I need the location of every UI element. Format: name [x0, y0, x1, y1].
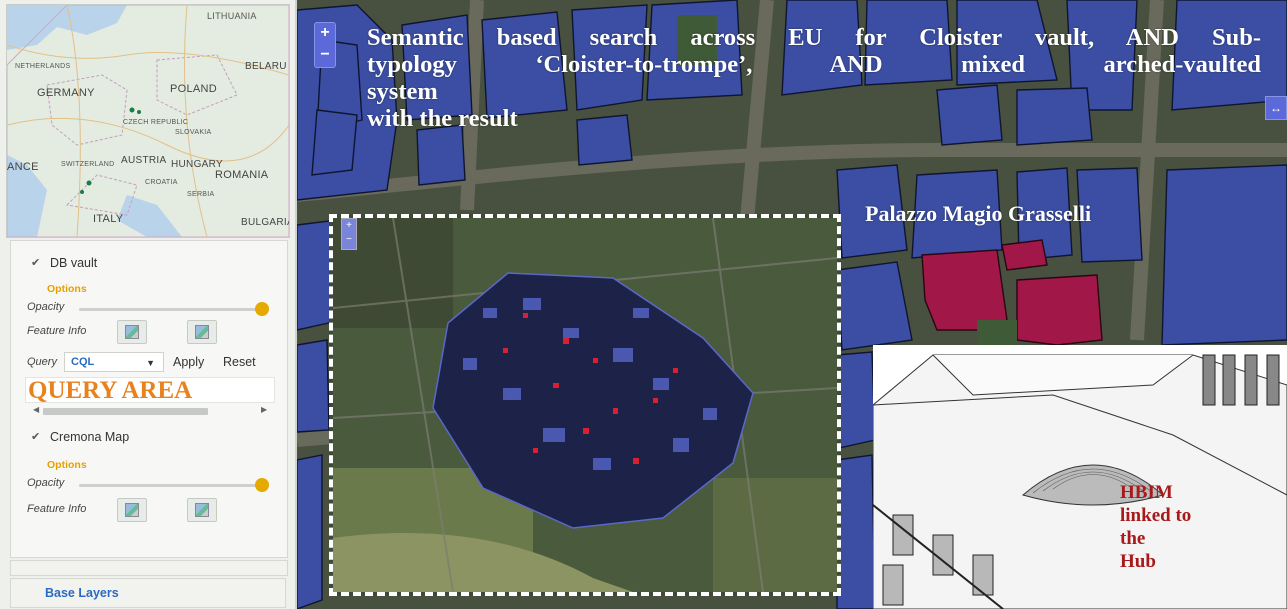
reset-button[interactable]: Reset [223, 355, 256, 369]
country-label: GERMANY [37, 87, 95, 99]
inset-zoom-control: + − [341, 218, 357, 250]
palazzo-label: Palazzo Magio Grasselli [865, 201, 1092, 226]
broken-image-icon [195, 503, 209, 517]
broken-image-icon [125, 325, 139, 339]
opacity-label: Opacity [27, 301, 65, 313]
layer-name: DB vault [50, 256, 98, 270]
country-label: LITHUANIA [207, 11, 257, 21]
zoom-out-button[interactable]: − [320, 46, 330, 63]
opacity-slider-handle[interactable] [255, 478, 269, 492]
zoom-control: + − [314, 22, 336, 68]
base-layers-header[interactable]: Base Layers [10, 578, 286, 608]
query-label: Query [27, 356, 57, 368]
layer-name: Cremona Map [50, 430, 130, 444]
opacity-slider-handle[interactable] [255, 302, 269, 316]
country-label: BULGARIA [241, 217, 290, 228]
hbim-drawing [873, 345, 1287, 609]
map-marker [129, 107, 135, 113]
hbim-model-view[interactable]: HBIM linked to the Hub [873, 345, 1287, 609]
layer-cremona-map[interactable]: ✔ Cremona Map [31, 427, 129, 447]
layer-list: ✔ DB vault Options Opacity Feature Info … [10, 240, 288, 558]
query-type-value: CQL [71, 356, 95, 368]
overview-map-graphic [7, 5, 289, 237]
country-label: SERBIA [187, 191, 215, 198]
feature-info-label: Feature Info [27, 503, 87, 515]
headline-line: Semantic based search across EU for Cloi… [367, 24, 1261, 51]
hbim-label: HBIM linked to the Hub [1120, 482, 1192, 572]
country-label: HUNGARY [171, 159, 223, 170]
feature-info-button[interactable] [187, 320, 217, 344]
feature-info-button[interactable] [187, 498, 217, 522]
zoom-in-button[interactable]: + [346, 220, 352, 231]
query-input[interactable]: QUERY AREA [25, 377, 275, 403]
country-label: SWITZERLAND [61, 161, 115, 168]
country-label: POLAND [170, 83, 218, 95]
scroll-right-icon[interactable]: ▶ [261, 405, 268, 414]
map-marker [137, 110, 141, 114]
country-label: BELARU [245, 61, 287, 72]
country-label: CZECH REPUBLIC [123, 119, 189, 126]
options-link[interactable]: Options [47, 283, 87, 295]
collapsed-section[interactable] [10, 560, 288, 576]
chevron-down-icon: ▼ [146, 358, 155, 368]
feature-info-button[interactable] [117, 320, 147, 344]
opacity-slider[interactable] [79, 308, 265, 311]
headline-line: system [367, 78, 438, 105]
query-type-select[interactable]: CQL ▼ [64, 352, 164, 372]
main-map[interactable]: + − ↔ Semantic based search across EU fo… [297, 0, 1287, 609]
feature-info-button[interactable] [117, 498, 147, 522]
zoom-in-button[interactable]: + [320, 24, 330, 41]
layer-panel: LITHUANIA BELARU NETHERLANDS GERMANY POL… [0, 0, 297, 609]
zoom-out-button[interactable]: − [346, 234, 352, 245]
country-label: ITALY [93, 213, 124, 225]
scrollbar-thumb[interactable] [43, 408, 208, 415]
scroll-left-icon[interactable]: ◀ [33, 405, 40, 414]
resize-icon[interactable]: ↔ [1265, 96, 1287, 120]
horizontal-scrollbar[interactable]: ◀ ▶ [33, 405, 283, 417]
country-label: ROMANIA [215, 169, 269, 181]
layer-db-vault[interactable]: ✔ DB vault [31, 253, 97, 273]
satellite-graphic [333, 218, 837, 592]
headline-line: with the result [367, 105, 518, 132]
country-label: SLOVAKIA [175, 129, 212, 136]
checkbox-icon[interactable]: ✔ [31, 257, 41, 269]
map-marker [80, 190, 84, 194]
checkbox-icon[interactable]: ✔ [31, 431, 41, 443]
headline-line: typology ‘Cloister-to-trompe’, AND mixed… [367, 51, 1261, 78]
broken-image-icon [125, 503, 139, 517]
country-label: AUSTRIA [121, 155, 167, 166]
overview-map[interactable]: LITHUANIA BELARU NETHERLANDS GERMANY POL… [6, 4, 290, 238]
headline: Semantic based search across EU for Cloi… [367, 24, 1261, 132]
feature-info-label: Feature Info [27, 325, 87, 337]
apply-button[interactable]: Apply [173, 355, 205, 369]
map-marker [86, 180, 92, 186]
country-label: ANCE [7, 161, 39, 173]
options-link[interactable]: Options [47, 459, 87, 471]
opacity-label: Opacity [27, 477, 65, 489]
opacity-slider[interactable] [79, 484, 265, 487]
country-label: NETHERLANDS [15, 63, 71, 70]
country-label: CROATIA [145, 179, 178, 186]
broken-image-icon [195, 325, 209, 339]
inset-satellite-map[interactable]: + − [329, 214, 841, 596]
